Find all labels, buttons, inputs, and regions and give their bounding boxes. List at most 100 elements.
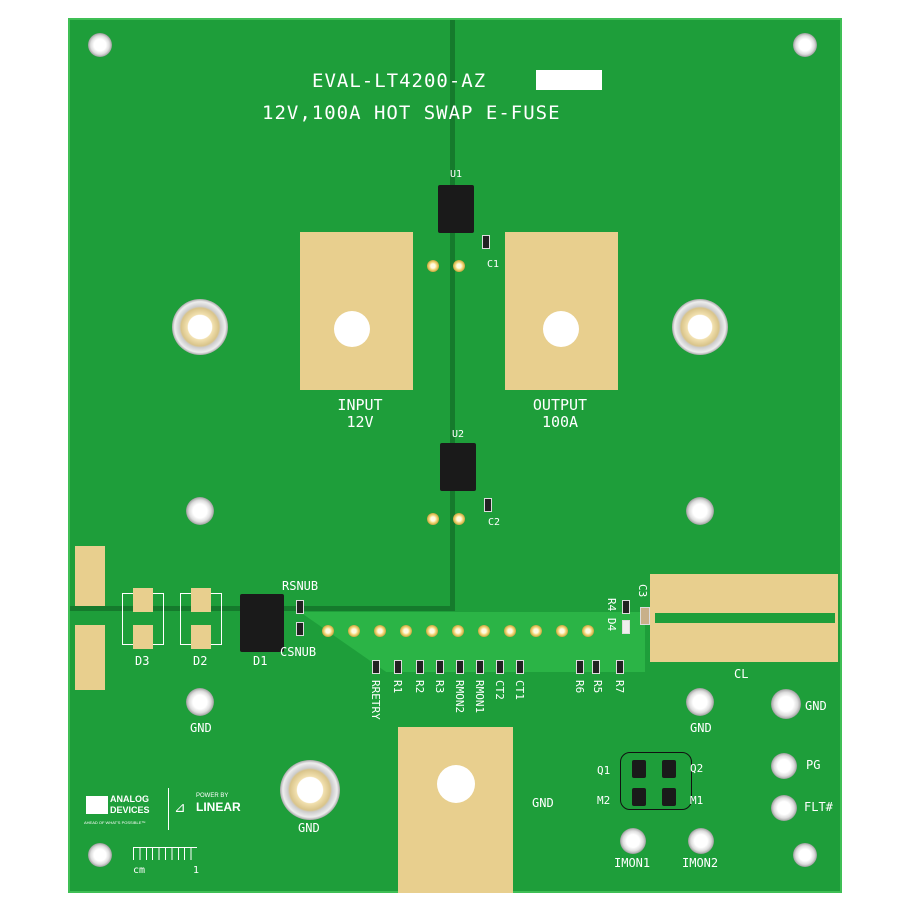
via <box>400 625 412 637</box>
ct1-label: CT1 <box>513 680 526 700</box>
smd <box>436 660 444 674</box>
standoff-small <box>686 497 714 525</box>
adi-line1: ANALOG <box>110 794 149 804</box>
output-label-line1: OUTPUT <box>532 396 588 414</box>
cl-label: CL <box>734 667 749 681</box>
via <box>322 625 334 637</box>
r4-resistor <box>622 600 630 614</box>
gnd-testpoint-left[interactable] <box>186 688 214 716</box>
q1-transistor <box>632 760 646 778</box>
imon1-label: IMON1 <box>614 856 651 870</box>
ruler-unit: cm <box>133 865 146 876</box>
mounting-hole <box>793 33 817 57</box>
csnub-cap <box>296 622 304 636</box>
d3-pad <box>133 588 153 612</box>
linear-line1: POWER BY <box>196 793 229 799</box>
input-label-line2: 12V <box>346 412 374 431</box>
rretry-label: RRETRY <box>369 680 382 720</box>
standoff-right <box>672 299 728 355</box>
gnd-right-label: GND <box>690 721 712 735</box>
gnd-big-label: GND <box>298 821 320 835</box>
gnd-testpoint-right[interactable] <box>686 688 714 716</box>
m2-transistor <box>632 788 646 806</box>
smd <box>516 660 524 674</box>
gnd-terminal-big[interactable] <box>280 760 340 820</box>
c1-cap <box>482 235 490 249</box>
smd <box>576 660 584 674</box>
adi-tagline: AHEAD OF WHAT'S POSSIBLE™ <box>84 820 146 825</box>
via <box>427 513 439 525</box>
linear-line2: LINEAR <box>196 800 241 814</box>
transistor-area <box>620 752 692 810</box>
gnd-testpoint-far[interactable] <box>771 689 801 719</box>
via <box>452 625 464 637</box>
d4-label: D4 <box>605 617 618 632</box>
q2-transistor <box>662 760 676 778</box>
flt-label: FLT# <box>804 800 833 814</box>
via <box>530 625 542 637</box>
adi-line2: DEVICES <box>110 805 150 815</box>
d1-label: D1 <box>253 654 268 668</box>
via <box>348 625 360 637</box>
rsnub-resistor <box>296 600 304 614</box>
logo-divider <box>168 788 169 830</box>
c3-cap <box>640 607 650 625</box>
serial-label-box <box>536 70 602 90</box>
gnd-far-label: GND <box>805 699 827 713</box>
rsnub-label: RSNUB <box>282 579 319 593</box>
r4-label: R4 <box>605 598 618 612</box>
board-title: EVAL-LT4200-AZ <box>312 70 487 92</box>
r2-label: R2 <box>413 680 426 694</box>
r7-label: R7 <box>613 680 626 694</box>
via <box>478 625 490 637</box>
r5-label: R5 <box>591 680 604 694</box>
u2-chip <box>440 443 476 491</box>
rmon2-label: RMON2 <box>453 680 466 714</box>
smd <box>496 660 504 674</box>
c2-cap <box>484 498 492 512</box>
d2-pad <box>191 588 211 612</box>
cl-trace <box>655 613 835 623</box>
pg-label: PG <box>806 758 821 772</box>
imon2-testpoint[interactable] <box>688 828 714 854</box>
u1-label: U1 <box>450 169 463 180</box>
smd <box>476 660 484 674</box>
r1-label: R1 <box>391 680 404 694</box>
output-pad-hole <box>543 311 579 347</box>
via <box>426 625 438 637</box>
q2-label: Q2 <box>690 762 704 775</box>
imon2-label: IMON2 <box>682 856 719 870</box>
c3-label: C3 <box>636 584 649 598</box>
mounting-hole <box>793 843 817 867</box>
flt-testpoint[interactable] <box>771 795 797 821</box>
ruler-end: 1 <box>193 865 200 876</box>
m1-transistor <box>662 788 676 806</box>
via <box>453 260 465 272</box>
smd <box>592 660 600 674</box>
gnd-left-label: GND <box>190 721 212 735</box>
input-label-line1: INPUT <box>337 396 383 414</box>
via <box>504 625 516 637</box>
via <box>427 260 439 272</box>
via <box>582 625 594 637</box>
linear-logo-mark: ⊿ <box>174 800 186 816</box>
mounting-hole <box>88 843 112 867</box>
r4-d4-label: R4 D4 <box>605 598 618 632</box>
d4-diode <box>622 620 630 634</box>
d2-label: D2 <box>193 654 208 668</box>
gnd-pad-hole <box>437 765 475 803</box>
via <box>453 513 465 525</box>
imon1-testpoint[interactable] <box>620 828 646 854</box>
d3-label: D3 <box>135 654 150 668</box>
pg-testpoint[interactable] <box>771 753 797 779</box>
output-label-line2: 100A <box>541 412 579 431</box>
input-pad-hole <box>334 311 370 347</box>
standoff-small <box>186 497 214 525</box>
r3-label: R3 <box>433 680 446 694</box>
m1-label: M1 <box>690 794 704 807</box>
d2-pad <box>191 625 211 649</box>
smd <box>372 660 380 674</box>
